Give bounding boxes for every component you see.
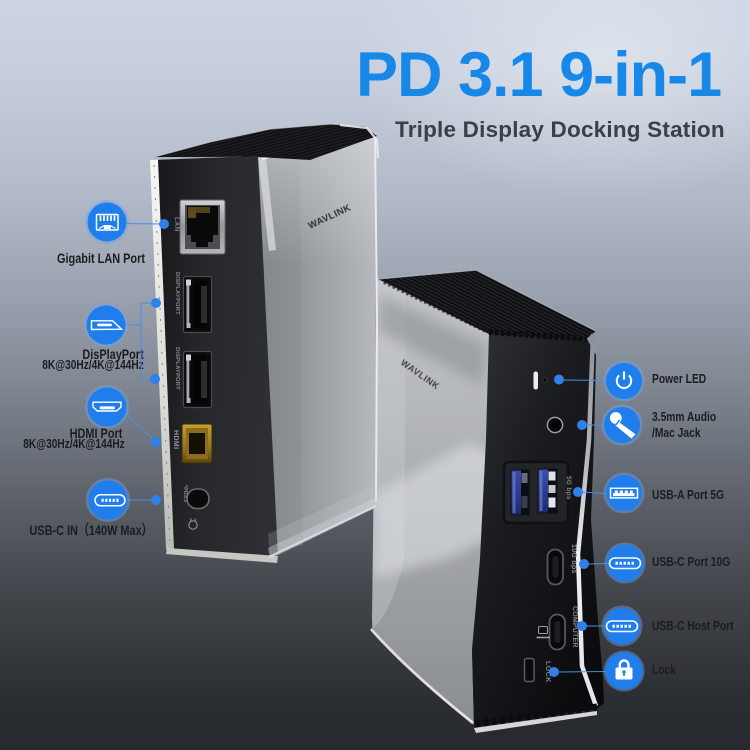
svg-text:DISPLAYPORT: DISPLAYPORT (174, 347, 181, 390)
svg-text:COMPUTER: COMPUTER (571, 606, 578, 648)
svg-text:HDMI: HDMI (172, 430, 179, 450)
svg-text:*PD3.1: *PD3.1 (182, 485, 188, 502)
svg-text:10G bps: 10G bps (570, 544, 578, 574)
svg-text:Ω/♪: Ω/♪ (574, 415, 582, 426)
svg-text:LAN: LAN (173, 217, 180, 232)
svg-text:LOCK: LOCK (544, 661, 551, 683)
svg-text:DISPLAYPORT: DISPLAYPORT (174, 272, 181, 315)
svg-text:5G bps: 5G bps (565, 476, 572, 500)
